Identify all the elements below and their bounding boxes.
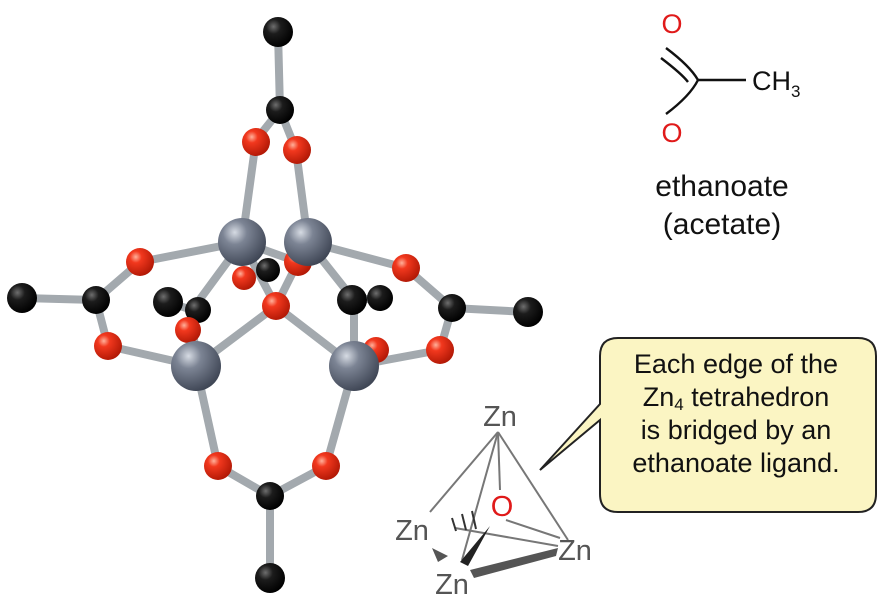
carbon-atom: [513, 297, 543, 327]
oxygen-atom: [242, 128, 270, 156]
oxygen-atom: [312, 452, 340, 480]
wedge-bond: [460, 526, 490, 566]
acetate-bonds: [660, 47, 746, 115]
acetate-methyl: CH3: [752, 66, 800, 101]
carbon-atom: [438, 294, 466, 322]
callout-line-4: ethanoate ligand.: [632, 447, 840, 478]
acetate-formula: O O CH3 ethanoate (acetate): [655, 9, 800, 241]
hash: [461, 513, 467, 531]
zn4o-tetrahedron: Zn Zn Zn Zn O: [395, 401, 592, 601]
methyl-main: CH: [752, 66, 791, 96]
tetrahedron-edges: [429, 431, 569, 561]
wedge-bond: [432, 548, 448, 562]
oxygen-atom: [94, 332, 122, 360]
zinc-atom: [218, 218, 266, 266]
acetate-name: ethanoate: [655, 170, 788, 203]
edge: [461, 431, 499, 561]
carbon-atom: [367, 285, 393, 311]
callout-line-2: Zn4 tetrahedron: [598, 381, 874, 414]
acetate-o-bottom: O: [661, 118, 682, 148]
zinc-atom: [171, 341, 221, 391]
carbon-atom: [256, 482, 284, 510]
carbon-atom: [266, 96, 294, 124]
callout-zn: Zn: [642, 381, 675, 412]
carbon-atom: [185, 297, 211, 323]
oxygen-atom: [175, 317, 201, 343]
oxygen-atom: [232, 266, 256, 290]
molecule-model: [7, 17, 543, 593]
callout-zn-subscript: 4: [674, 394, 684, 414]
bond-line: [665, 47, 700, 81]
zinc-atom: [284, 218, 332, 266]
carbon-atom: [7, 283, 37, 313]
atoms: [7, 17, 543, 593]
oxygen-atom: [204, 452, 232, 480]
acetate-o-top: O: [661, 9, 682, 39]
oxygen-atom: [392, 254, 420, 282]
edge: [505, 519, 561, 539]
hash: [451, 517, 457, 532]
zn-right-label: Zn: [558, 535, 592, 567]
methyl-subscript: 3: [791, 82, 800, 101]
callout-line-1: Each edge of the: [633, 349, 839, 379]
carbon-atom: [255, 563, 285, 593]
carbon-atom: [82, 286, 110, 314]
oxygen-atom: [426, 336, 454, 364]
callout-tetrahedron: tetrahedron: [683, 381, 830, 412]
wedge-bond: [470, 548, 558, 578]
acetate-alt-name: (acetate): [663, 208, 781, 241]
carbon-atom: [153, 287, 183, 317]
edge: [429, 431, 499, 513]
zn-bottom-label: Zn: [435, 569, 469, 601]
carbon-atom: [337, 285, 367, 315]
oxygen-atom: [283, 136, 311, 164]
zn-top-label: Zn: [483, 401, 517, 433]
bond-line: [660, 57, 689, 83]
carbon-atom: [263, 17, 293, 47]
zinc-atom: [329, 341, 379, 391]
edge: [454, 527, 559, 547]
callout-bubble: [539, 337, 877, 513]
edge: [497, 431, 569, 541]
hash: [471, 510, 477, 530]
zn-left-label: Zn: [395, 515, 429, 547]
edge: [497, 431, 501, 491]
callout-text: Each edge of the Zn4 tetrahedron is brid…: [598, 348, 874, 480]
callout-line-3: is bridged by an: [640, 414, 832, 445]
oxygen-label: O: [491, 491, 514, 523]
central-oxygen-atom: [262, 292, 290, 320]
oxygen-atom: [126, 248, 154, 276]
carbon-atom: [256, 258, 280, 282]
bond-line: [665, 79, 700, 115]
hashed-bond: [451, 510, 477, 532]
